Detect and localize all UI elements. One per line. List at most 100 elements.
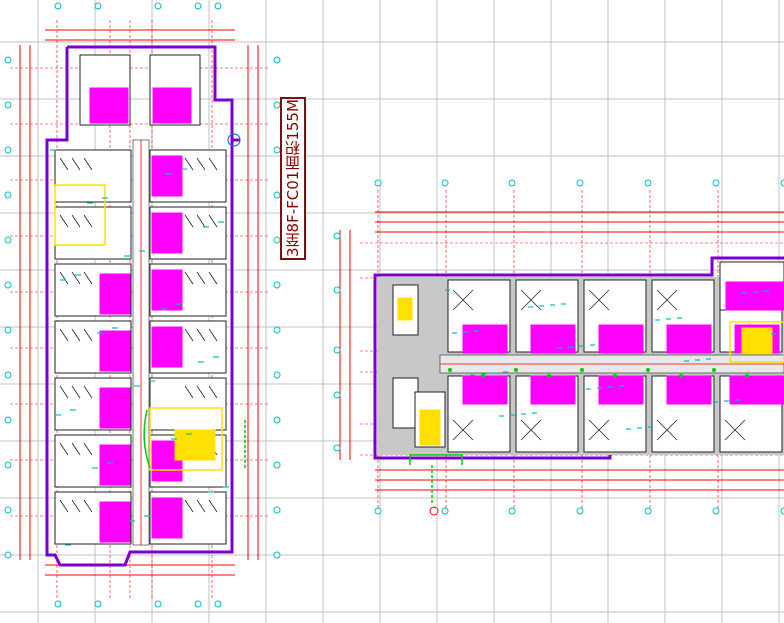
bed-furniture xyxy=(151,155,183,197)
green-marker xyxy=(613,374,617,378)
green-marker xyxy=(547,374,551,378)
furniture-line xyxy=(520,419,542,441)
bed-furniture xyxy=(530,324,576,354)
furniture-line xyxy=(59,499,69,513)
furniture-line xyxy=(83,157,93,171)
axis-bubble xyxy=(154,600,162,608)
bed-furniture xyxy=(462,375,508,405)
furniture-line xyxy=(196,271,206,285)
axis-bubble xyxy=(4,551,12,559)
green-route xyxy=(409,454,463,465)
elevator-fill xyxy=(397,297,413,321)
furniture-line xyxy=(208,157,218,171)
bed-furniture xyxy=(99,444,131,486)
furniture-line xyxy=(196,328,206,342)
furniture-line xyxy=(184,499,194,513)
axis-bubble xyxy=(273,326,281,334)
furniture-line xyxy=(59,385,69,399)
green-marker xyxy=(580,368,584,372)
furniture-line xyxy=(588,289,610,311)
axis-bubble xyxy=(273,281,281,289)
bed-furniture xyxy=(99,387,131,429)
furniture-line xyxy=(83,442,93,456)
bed-furniture xyxy=(89,87,129,124)
axis-bubble xyxy=(54,600,62,608)
axis-bubble xyxy=(333,346,341,354)
furniture-line xyxy=(83,328,93,342)
furniture-line xyxy=(208,271,218,285)
stair-steps xyxy=(741,327,773,355)
axis-bubble xyxy=(4,281,12,289)
axis-bubble xyxy=(214,600,222,608)
green-route xyxy=(143,409,151,469)
bed-furniture xyxy=(598,375,644,405)
bed-furniture xyxy=(462,324,508,354)
green-marker xyxy=(448,368,452,372)
axis-bubble xyxy=(4,191,12,199)
furniture-line xyxy=(452,419,474,441)
axis-bubble xyxy=(441,507,449,515)
bed-furniture xyxy=(666,375,712,405)
axis-bubble xyxy=(4,506,12,514)
axis-bubble xyxy=(429,506,439,516)
furniture-line xyxy=(71,214,81,228)
axis-bubble xyxy=(4,101,12,109)
axis-bubble xyxy=(4,461,12,469)
furniture-line xyxy=(184,328,194,342)
furniture-line xyxy=(59,328,69,342)
furniture-line xyxy=(184,385,194,399)
green-marker xyxy=(646,368,650,372)
axis-bubble xyxy=(441,179,449,187)
service-room xyxy=(392,377,419,429)
axis-bubble xyxy=(273,56,281,64)
furniture-line xyxy=(208,499,218,513)
furniture-line xyxy=(724,419,746,441)
axis-bubble xyxy=(644,179,652,187)
furniture-line xyxy=(208,328,218,342)
bed-furniture xyxy=(725,281,784,311)
axis-bubble xyxy=(374,507,382,515)
bed-furniture xyxy=(151,269,183,311)
stair-steps xyxy=(419,409,441,446)
bed-furniture xyxy=(99,330,131,372)
axis-bubble xyxy=(333,444,341,452)
furniture-line xyxy=(83,385,93,399)
bed-furniture xyxy=(151,212,183,254)
axis-bubble xyxy=(508,507,516,515)
axis-bubble xyxy=(273,551,281,559)
room-left xyxy=(54,149,132,203)
axis-bubble xyxy=(4,371,12,379)
axis-bubble xyxy=(273,416,281,424)
furniture-line xyxy=(196,385,206,399)
furniture-line xyxy=(59,271,69,285)
bed-furniture xyxy=(151,497,183,539)
axis-bubble xyxy=(333,232,341,240)
axis-bubble xyxy=(374,179,382,187)
furniture-line xyxy=(196,214,206,228)
axis-bubble xyxy=(54,2,62,10)
furniture-line xyxy=(588,419,610,441)
green-marker xyxy=(712,368,716,372)
furniture-line xyxy=(59,442,69,456)
furniture-line xyxy=(184,214,194,228)
furniture-line xyxy=(83,271,93,285)
furniture-line xyxy=(452,289,474,311)
axis-bubble xyxy=(94,2,102,10)
axis-bubble xyxy=(214,2,222,10)
furniture-line xyxy=(71,157,81,171)
furniture-line xyxy=(83,214,93,228)
axis-bubble xyxy=(273,371,281,379)
axis-bubble xyxy=(4,56,12,64)
stair-core xyxy=(54,184,106,246)
axis-bubble xyxy=(154,2,162,10)
stair-core xyxy=(149,407,223,471)
building-outline xyxy=(45,45,240,567)
axis-bubble xyxy=(712,179,720,187)
axis-bubble xyxy=(273,506,281,514)
axis-bubble xyxy=(644,507,652,515)
axis-bubble xyxy=(333,391,341,399)
axis-bubble xyxy=(4,146,12,154)
green-marker xyxy=(481,374,485,378)
